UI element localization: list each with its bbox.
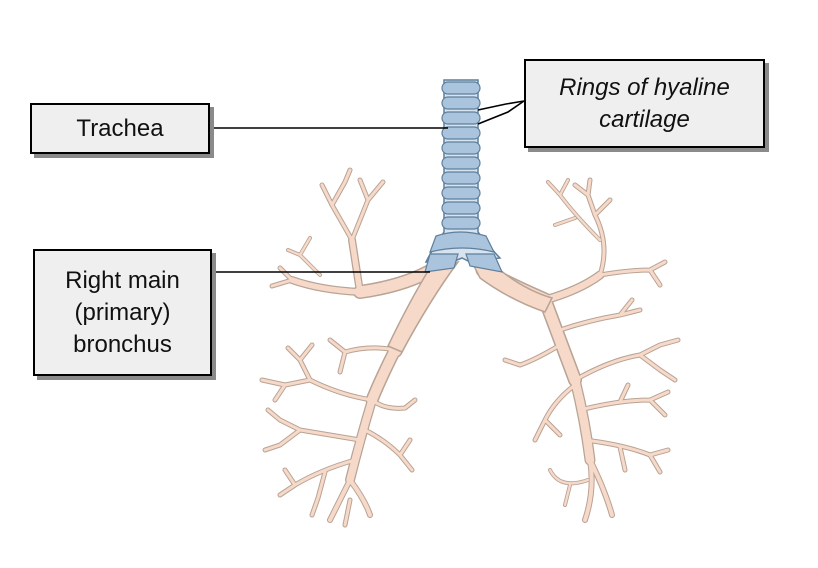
- cartilage-ring: [441, 186, 481, 200]
- rings-leader-line-1: [477, 100, 525, 111]
- label-trachea: Trachea: [30, 103, 210, 154]
- cartilage-ring: [441, 171, 481, 185]
- label-rings-of-hyaline-cartilage: Rings of hyaline cartilage: [524, 59, 765, 148]
- cartilage-ring: [441, 96, 481, 110]
- cartilage-ring: [441, 141, 481, 155]
- cartilage-ring: [441, 81, 481, 95]
- trachea: [424, 79, 504, 273]
- cartilage-ring: [441, 111, 481, 125]
- left-main-bronchus: [470, 260, 554, 313]
- rings-leader-line-2: [477, 100, 525, 125]
- cartilage-ring: [441, 156, 481, 170]
- right-main-bronchus: [386, 260, 460, 353]
- label-right-main-bronchus: Right main (primary) bronchus: [33, 249, 212, 376]
- cartilage-ring: [441, 201, 481, 215]
- leader-lines: [211, 100, 525, 273]
- bronchus-ring-left: [465, 253, 504, 273]
- bronchus-ring-right: [424, 253, 459, 273]
- cartilage-ring: [441, 126, 481, 140]
- cartilage-rings: [424, 81, 504, 273]
- cartilage-ring: [441, 216, 481, 230]
- carina-ring: [429, 231, 496, 253]
